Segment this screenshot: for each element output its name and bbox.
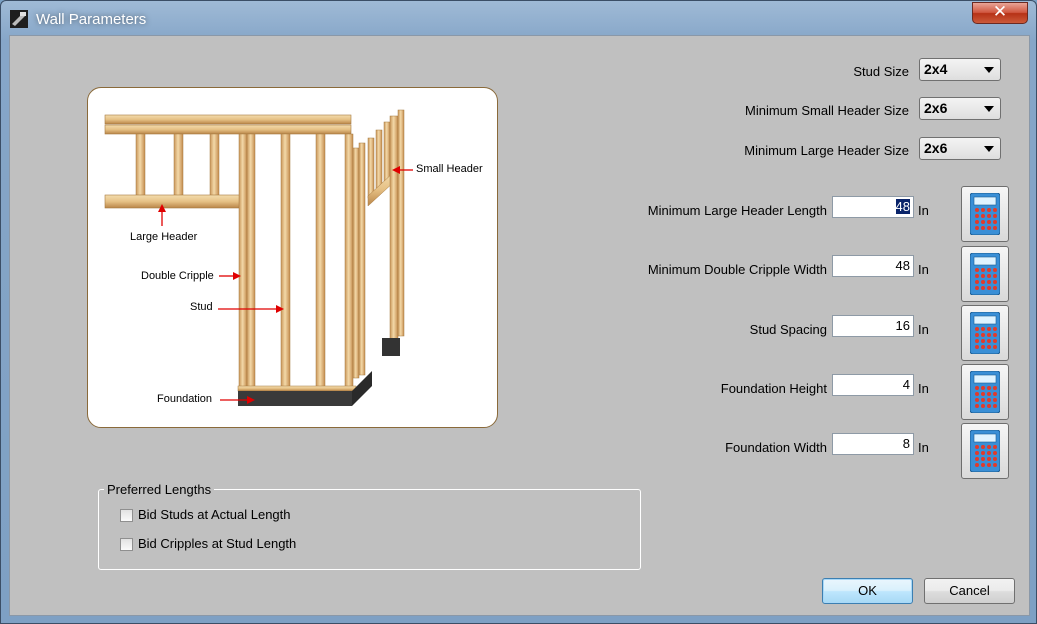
calculator-button-large-header-length[interactable] bbox=[961, 186, 1009, 242]
window-title: Wall Parameters bbox=[36, 11, 147, 28]
min-large-header-length-input[interactable]: 48 bbox=[832, 196, 914, 218]
stud-size-value: 2x4 bbox=[924, 61, 948, 77]
unit-label: In bbox=[918, 203, 929, 218]
min-large-header-size-select[interactable]: 2x6 bbox=[919, 137, 1001, 160]
min-double-cripple-width-label: Minimum Double Cripple Width bbox=[647, 262, 827, 277]
min-double-cripple-width-input[interactable]: 48 bbox=[832, 255, 914, 277]
min-small-header-size-label: Minimum Small Header Size bbox=[745, 103, 909, 118]
calculator-button-stud-spacing[interactable] bbox=[961, 305, 1009, 361]
stud-spacing-input[interactable]: 16 bbox=[832, 315, 914, 337]
stud-spacing-label: Stud Spacing bbox=[749, 322, 827, 337]
stud-size-label: Stud Size bbox=[853, 64, 909, 79]
min-large-header-size-label: Minimum Large Header Size bbox=[744, 143, 909, 158]
unit-label: In bbox=[918, 322, 929, 337]
label-stud: Stud bbox=[190, 301, 213, 313]
label-double-cripple: Double Cripple bbox=[141, 270, 214, 282]
preferred-lengths-title: Preferred Lengths bbox=[104, 482, 215, 497]
dialog-client-area: Small Header Large Header Double Cripple… bbox=[9, 35, 1030, 616]
calculator-button-foundation-height[interactable] bbox=[961, 364, 1009, 420]
bid-studs-actual-checkbox[interactable] bbox=[120, 509, 133, 522]
unit-label: In bbox=[918, 262, 929, 277]
close-button[interactable]: ✕ bbox=[972, 2, 1028, 24]
foundation-height-label: Foundation Height bbox=[720, 381, 827, 396]
min-small-header-size-select[interactable]: 2x6 bbox=[919, 97, 1001, 120]
foundation-height-input[interactable]: 4 bbox=[832, 374, 914, 396]
bid-cripples-stud-checkbox[interactable] bbox=[120, 538, 133, 551]
calculator-icon bbox=[970, 312, 1000, 354]
app-icon bbox=[10, 10, 28, 28]
foundation-width-input[interactable]: 8 bbox=[832, 433, 914, 455]
label-large-header: Large Header bbox=[130, 231, 198, 243]
calculator-button-double-cripple-width[interactable] bbox=[961, 246, 1009, 302]
bid-studs-actual-label[interactable]: Bid Studs at Actual Length bbox=[138, 507, 291, 522]
wall-framing-diagram: Small Header Large Header Double Cripple… bbox=[87, 87, 498, 428]
ok-button[interactable]: OK bbox=[822, 578, 913, 604]
unit-label: In bbox=[918, 381, 929, 396]
title-bar[interactable]: Wall Parameters ✕ bbox=[1, 1, 1036, 35]
min-large-header-size-value: 2x6 bbox=[924, 140, 948, 156]
chevron-down-icon bbox=[984, 106, 994, 112]
label-small-header: Small Header bbox=[416, 163, 483, 175]
foundation-width-label: Foundation Width bbox=[725, 440, 827, 455]
cancel-button[interactable]: Cancel bbox=[924, 578, 1015, 604]
min-small-header-size-value: 2x6 bbox=[924, 100, 948, 116]
calculator-icon bbox=[970, 430, 1000, 472]
bid-cripples-stud-label[interactable]: Bid Cripples at Stud Length bbox=[138, 536, 297, 551]
framing-illustration bbox=[104, 109, 413, 406]
calculator-icon bbox=[970, 253, 1000, 295]
min-large-header-length-label: Minimum Large Header Length bbox=[647, 203, 827, 218]
unit-label: In bbox=[918, 440, 929, 455]
label-foundation: Foundation bbox=[157, 393, 213, 405]
stud-size-select[interactable]: 2x4 bbox=[919, 58, 1001, 81]
preferred-lengths-group bbox=[98, 489, 641, 570]
calculator-icon bbox=[970, 371, 1000, 413]
chevron-down-icon bbox=[984, 146, 994, 152]
calculator-icon bbox=[970, 193, 1000, 235]
calculator-button-foundation-width[interactable] bbox=[961, 423, 1009, 479]
chevron-down-icon bbox=[984, 67, 994, 73]
